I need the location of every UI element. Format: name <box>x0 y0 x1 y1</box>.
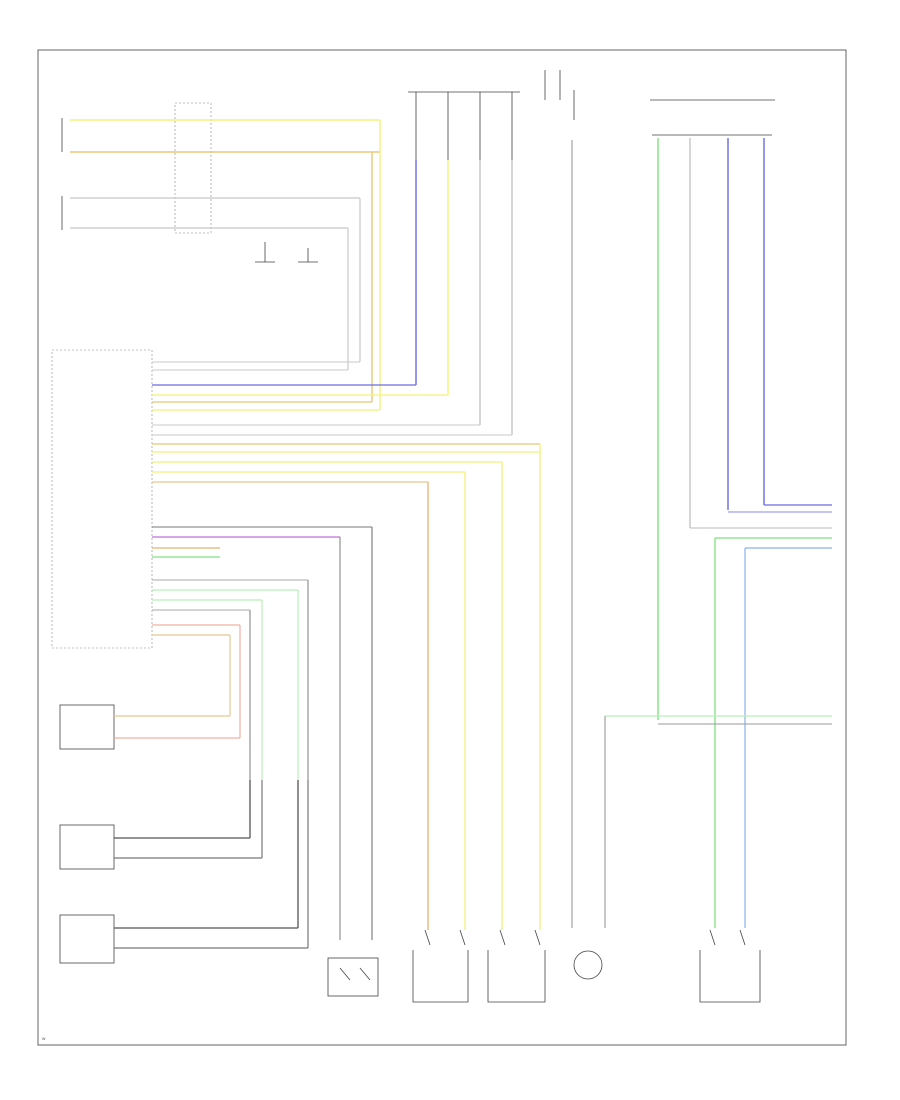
power-feed-top <box>544 70 575 120</box>
bottom-components <box>327 929 761 1003</box>
switch-contacts-bottom <box>424 929 746 946</box>
transmission-switch-module-top <box>408 91 520 160</box>
power-feed-lines <box>544 70 575 120</box>
switch-contact-a <box>339 967 371 981</box>
steering-connector-box <box>174 102 212 234</box>
steering-switches <box>255 242 318 263</box>
top-left-sensor-group <box>61 102 212 234</box>
speed-sensor-box-2 <box>59 824 115 870</box>
speed-sensor-box-3 <box>59 914 115 964</box>
main-module-connector <box>51 349 153 649</box>
diagram-frame <box>37 49 847 1046</box>
speed-sensor-box-1 <box>59 704 115 750</box>
bracket-switch-1 <box>412 950 469 1003</box>
switch-symbol-a <box>255 242 275 263</box>
speed-indicator-symbol <box>573 950 603 980</box>
top-right-module <box>650 99 775 136</box>
bracket-switch-3 <box>699 950 761 1003</box>
module-contacts <box>415 92 513 160</box>
main-connector-box <box>51 349 153 649</box>
switch-symbol-b <box>298 248 318 263</box>
bracket-switch-2 <box>487 950 546 1003</box>
transmission-switch-bottom-left <box>327 957 379 997</box>
footer-code: W <box>42 1037 46 1041</box>
